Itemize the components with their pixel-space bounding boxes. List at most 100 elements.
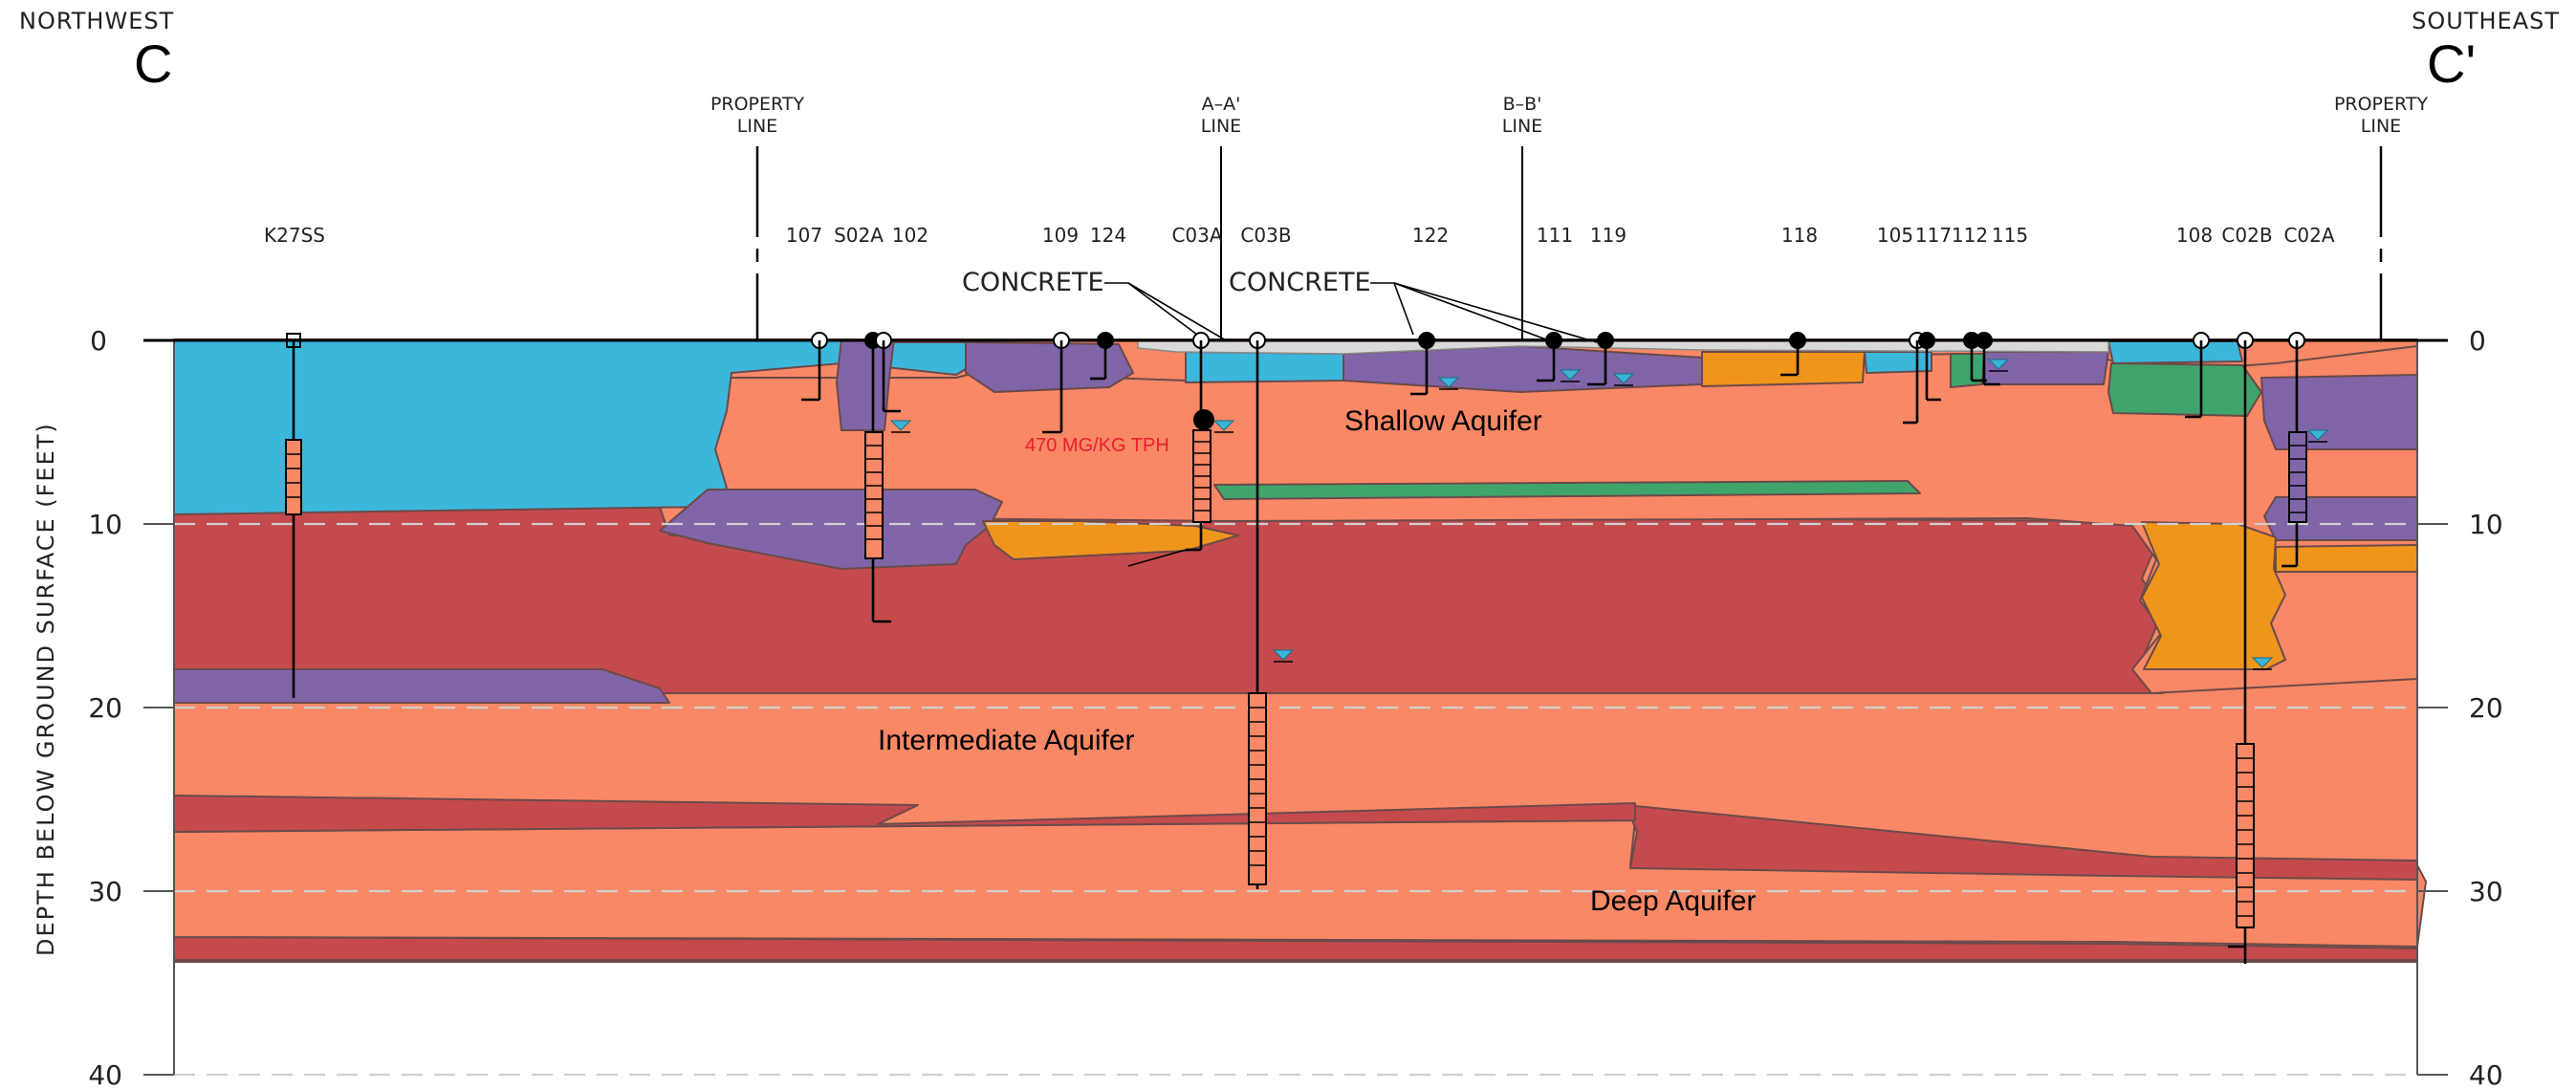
layer-green-middle — [1213, 480, 1921, 500]
water-level-icon — [2251, 657, 2274, 668]
well-s02a — [864, 332, 891, 623]
layer-concrete — [1137, 339, 2109, 355]
well-115 — [1976, 332, 2000, 386]
wells — [285, 332, 2307, 964]
svg-text:PROPERTY: PROPERTY — [2334, 94, 2429, 115]
well-109 — [1042, 332, 1070, 434]
layer-purple-lower-left — [173, 668, 670, 704]
svg-text:LINE: LINE — [737, 116, 777, 137]
layer-purple-115 — [1983, 351, 2109, 385]
water-level-icon — [1272, 649, 1295, 661]
layer-purple-c02a — [2260, 374, 2418, 450]
layer-blue-105 — [1864, 351, 1932, 374]
water-level-markers — [889, 359, 2329, 670]
concrete-callout-1: CONCRETE — [962, 268, 1227, 341]
tph-annotation: 470 MG/KG TPH — [1025, 435, 1169, 456]
well-label: 107 — [786, 224, 822, 247]
reference-line-bb: B–B' LINE — [1502, 94, 1542, 339]
well-label: 109 — [1042, 224, 1079, 247]
tick-label: 20 — [2469, 692, 2503, 724]
deep-aquifer-label: Deep Aquifer — [1590, 885, 1756, 917]
layer-orange-118 — [1701, 351, 1866, 387]
svg-text:A–A': A–A' — [1202, 94, 1241, 115]
well-label: 111 — [1537, 224, 1573, 247]
layer-purple-s02a — [836, 338, 895, 431]
layer-sand-deep — [173, 819, 2427, 948]
water-level-icon — [889, 420, 912, 431]
well-label: 117 — [1915, 224, 1952, 247]
layer-orange-right — [2141, 521, 2286, 670]
tick-label: 30 — [2469, 876, 2503, 907]
well-label: C02A — [2283, 224, 2334, 247]
concrete-callout-2: CONCRETE — [1229, 268, 1598, 343]
svg-text:CONCRETE: CONCRETE — [1229, 268, 1371, 297]
well-label: 112 — [1952, 224, 1988, 247]
well-111 — [1537, 332, 1562, 382]
well-c03a — [1127, 332, 1214, 567]
well-117 — [1918, 332, 1941, 402]
well-label: S02A — [834, 224, 884, 247]
well-label: 122 — [1412, 224, 1449, 247]
reference-line-property-2: PROPERTY LINE — [2334, 94, 2429, 339]
water-level-icon — [2306, 429, 2329, 441]
tph-sample-marker — [1193, 409, 1214, 430]
well-122 — [1410, 332, 1435, 396]
reference-line-aa: A–A' LINE — [1201, 94, 1241, 339]
water-level-icon — [1559, 369, 1582, 381]
well-c02a — [2281, 332, 2307, 568]
well-c02b — [2228, 332, 2255, 964]
tick-label: 40 — [88, 1059, 122, 1090]
well-label: 124 — [1090, 224, 1126, 247]
svg-text:B–B': B–B' — [1503, 94, 1542, 115]
svg-text:PROPERTY: PROPERTY — [710, 94, 805, 115]
depth-grid — [174, 522, 2417, 1077]
tick-label: 10 — [2469, 509, 2503, 540]
tick-label: 30 — [88, 876, 122, 907]
water-level-icon — [1437, 377, 1460, 388]
well-label: C03B — [1240, 224, 1291, 247]
northwest-label: NORTHWEST — [19, 8, 174, 34]
well-label: C02B — [2221, 224, 2272, 247]
svg-text:LINE: LINE — [1201, 116, 1241, 137]
water-level-icon — [1612, 373, 1635, 384]
layer-purple-middle — [659, 489, 1003, 570]
water-level-icon — [1987, 359, 2010, 370]
well-c03b — [1248, 332, 1267, 889]
layer-blue-108 — [2107, 340, 2243, 364]
well-labels: K27SS 107 S02A 102 109 124 C03A C03B 122… — [264, 224, 2335, 247]
tick-marks — [143, 523, 2448, 1076]
layer-green-c02b — [2107, 362, 2262, 417]
well-label: C03A — [1171, 224, 1222, 247]
well-label: 119 — [1590, 224, 1626, 247]
svg-text:LINE: LINE — [2361, 116, 2401, 137]
well-119 — [1587, 332, 1614, 386]
svg-text:CONCRETE: CONCRETE — [962, 268, 1104, 297]
left-tick-labels: 0 10 20 30 40 — [88, 325, 122, 1090]
well-label: 102 — [892, 224, 928, 247]
layer-purple-109 — [965, 341, 1134, 393]
well-107 — [801, 332, 828, 402]
southeast-label: SOUTHEAST — [2412, 8, 2560, 34]
well-label: 118 — [1781, 224, 1818, 247]
svg-text:LINE: LINE — [1502, 116, 1542, 137]
well-label: 108 — [2176, 224, 2213, 247]
shallow-aquifer-label: Shallow Aquifer — [1344, 405, 1542, 437]
tick-label: 10 — [88, 509, 122, 540]
layer-green-112 — [1950, 353, 1985, 388]
reference-line-property-1: PROPERTY LINE — [710, 94, 805, 339]
layer-blue-shallow-2 — [1185, 351, 1359, 383]
intermediate-aquifer-label: Intermediate Aquifer — [878, 725, 1135, 756]
layer-purple-right-lower — [2263, 496, 2418, 541]
right-tick-labels: 0 10 20 30 40 — [2469, 325, 2503, 1090]
section-end-letter: C' — [2427, 33, 2476, 94]
well-124 — [1090, 332, 1114, 381]
y-axis-label: DEPTH BELOW GROUND SURFACE (FEET) — [33, 422, 59, 956]
tick-label: 40 — [2469, 1059, 2503, 1090]
geologic-layers — [173, 338, 2427, 963]
tick-label: 0 — [2469, 325, 2486, 357]
tick-label: 0 — [90, 325, 107, 357]
well-108 — [2185, 332, 2210, 419]
well-label: 115 — [1992, 224, 2028, 247]
well-102 — [875, 332, 901, 413]
